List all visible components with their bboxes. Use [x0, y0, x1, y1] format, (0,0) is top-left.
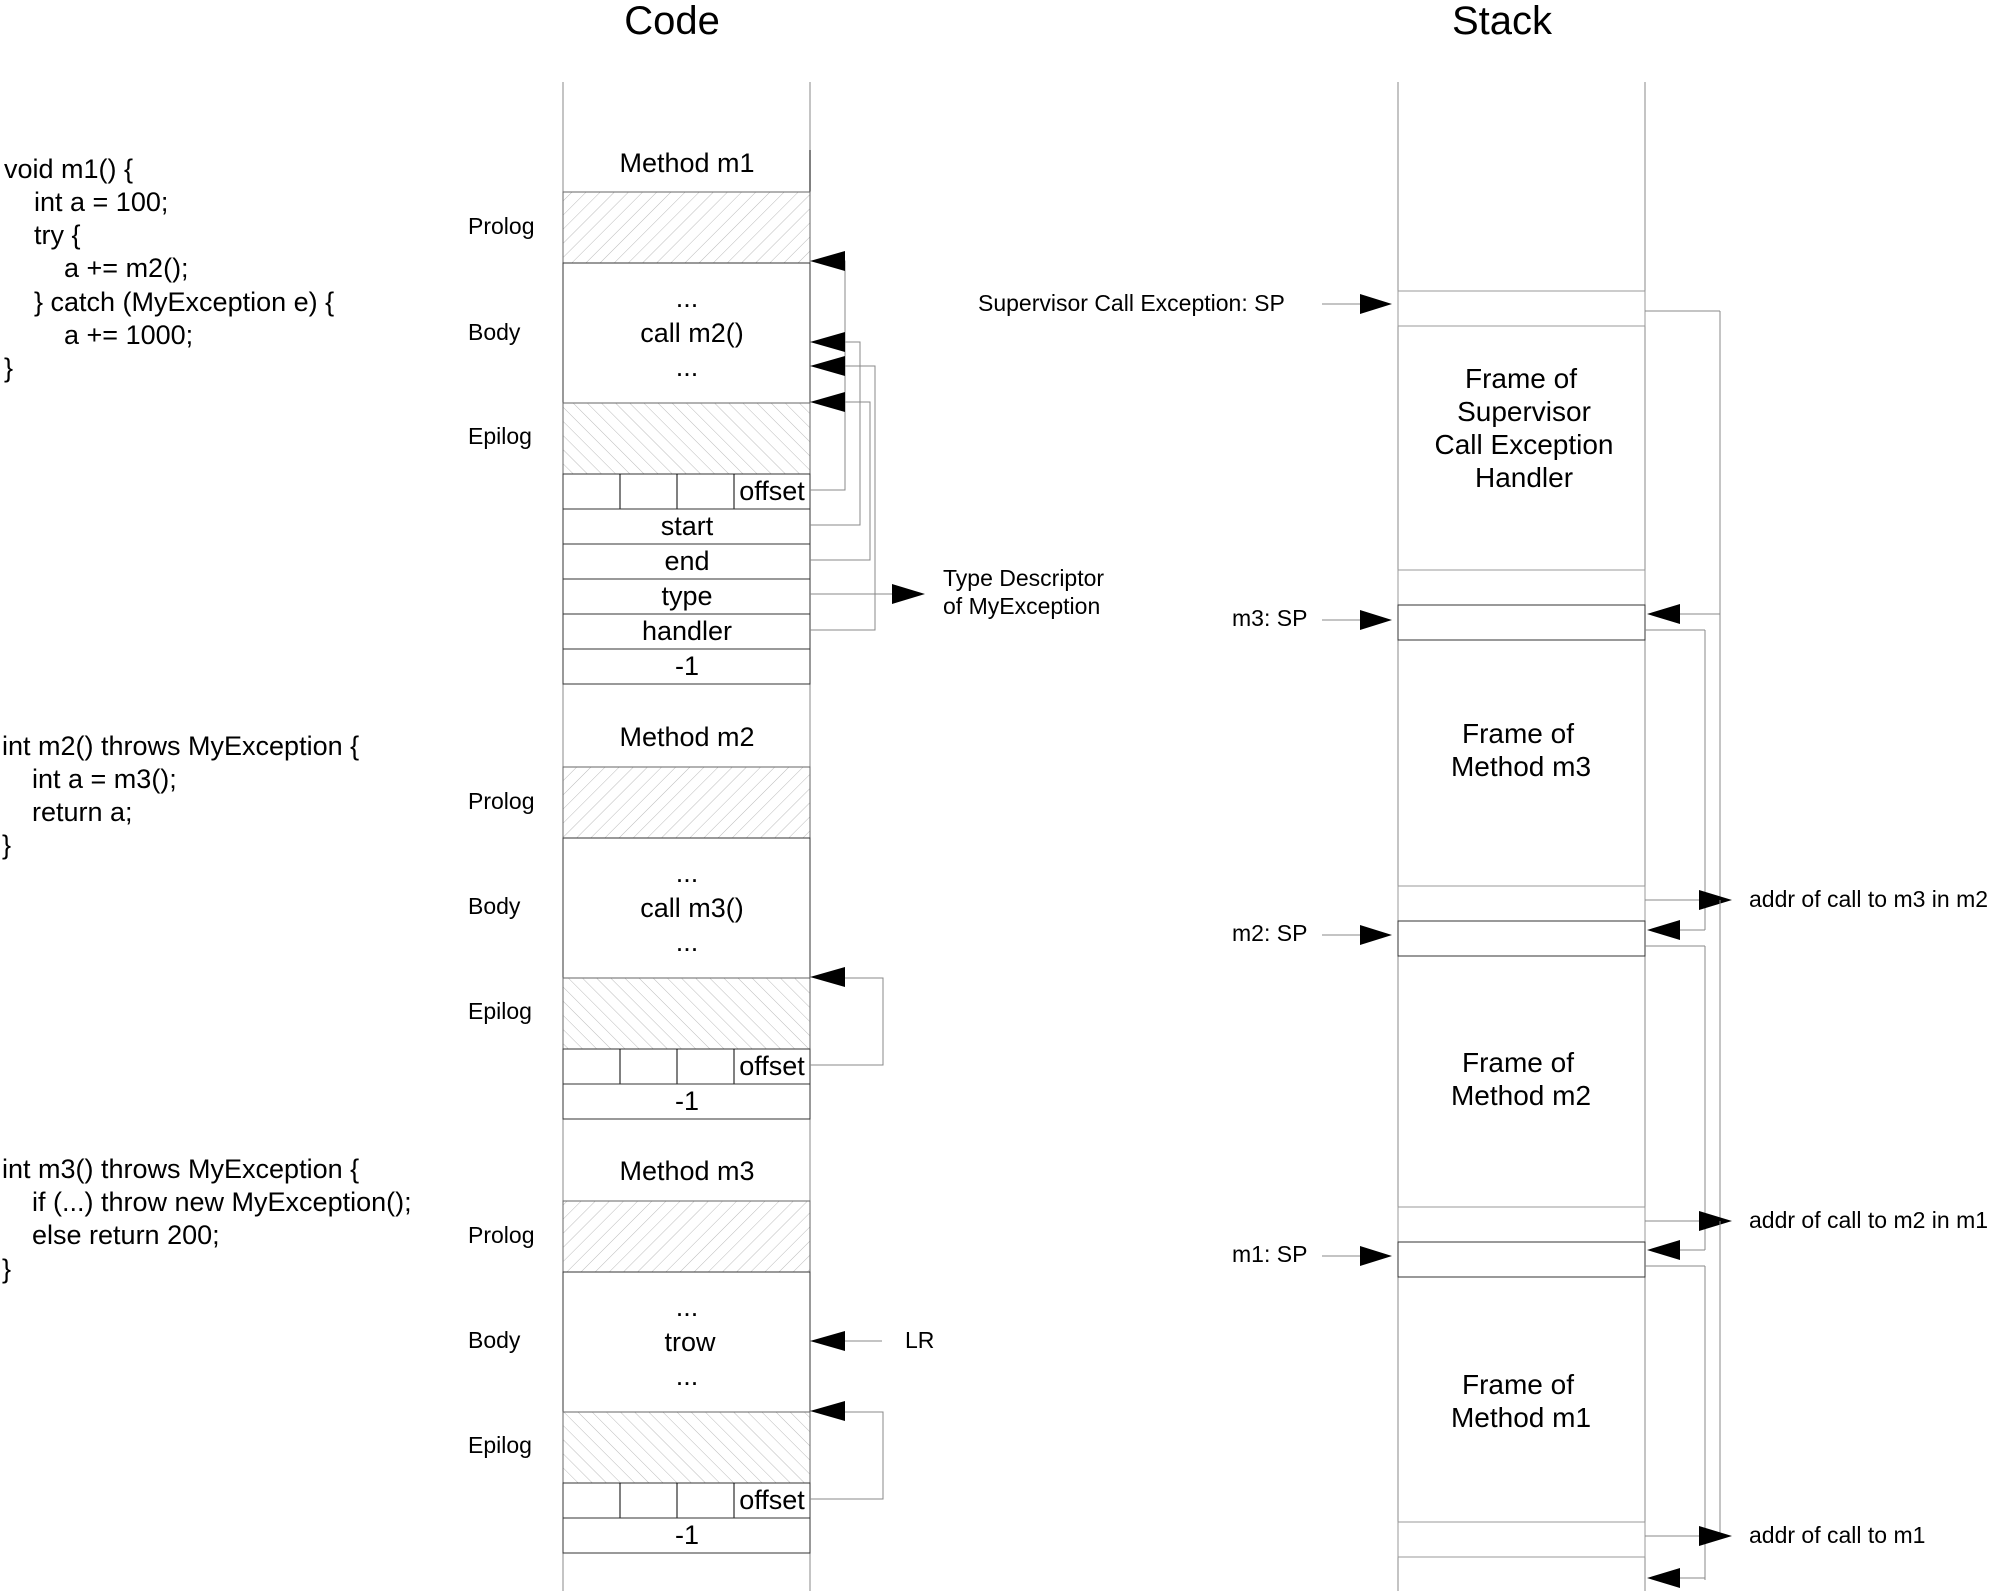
- source-m3-line: }: [2, 1254, 11, 1284]
- source-m1-line: a += 1000;: [4, 320, 193, 350]
- addr-m1-label: addr of call to m1: [1749, 1522, 1925, 1548]
- m1-start-cell: [562, 508, 811, 545]
- svc-frame-label: Frame of: [1465, 363, 1577, 394]
- m3-epilog-area: [562, 1411, 811, 1484]
- m3-body-area: [562, 1271, 811, 1413]
- m2-frame-label: Frame of: [1462, 1047, 1574, 1078]
- m2-prolog-area: [562, 766, 811, 839]
- svc-frame-label: Call Exception: [1435, 429, 1614, 460]
- m2-offset-cell: offset: [739, 1051, 805, 1081]
- source-m2: int m2() throws MyException { int a = m3…: [2, 731, 359, 860]
- m2-sp-label: m2: SP: [1232, 920, 1307, 946]
- m1-sp-slot: [1397, 1241, 1646, 1278]
- type-descriptor-label: of MyException: [943, 593, 1100, 619]
- svc-frame-label: Supervisor: [1457, 396, 1591, 427]
- epilog-label: Epilog: [468, 998, 532, 1024]
- source-m1-line: } catch (MyException e) {: [4, 287, 334, 317]
- source-m3-line: int m3() throws MyException {: [2, 1154, 359, 1184]
- m1-start-label: start: [661, 511, 714, 541]
- source-m2-line: return a;: [2, 797, 133, 827]
- m3-body-line: ...: [676, 1292, 699, 1322]
- source-m1-line: try {: [4, 220, 81, 250]
- caller-return-slot: [1397, 1521, 1646, 1558]
- prolog-label: Prolog: [468, 788, 534, 814]
- m1-terminator-cell: [562, 648, 811, 685]
- m1-epilog-area: [562, 402, 811, 475]
- prolog-label: Prolog: [468, 213, 534, 239]
- source-m1: void m1() { int a = 100; try { a += m2()…: [4, 154, 334, 383]
- addr-m2-in-m1-label: addr of call to m2 in m1: [1749, 1207, 1988, 1233]
- m1-type-label: type: [661, 581, 712, 611]
- code-title: Code: [624, 0, 720, 43]
- m3-sp-label: m3: SP: [1232, 605, 1307, 631]
- m2-terminator-cell: [562, 1083, 811, 1120]
- epilog-label: Epilog: [468, 1432, 532, 1458]
- m2-return-slot: [1397, 885, 1646, 922]
- method-m1-header: Method m1: [619, 148, 754, 178]
- svc-sp-label: Supervisor Call Exception: SP: [978, 290, 1285, 316]
- stack-column: Supervisor Call Exception: SP Frame of S…: [978, 290, 1988, 1588]
- source-m2-line: int m2() throws MyException {: [2, 731, 359, 761]
- m1-end-cell: [562, 543, 811, 580]
- m3-body-line: trow: [664, 1327, 716, 1357]
- svc-sp-slot: [1397, 290, 1646, 327]
- m1-prolog-area: [562, 191, 811, 264]
- addr-m3-in-m2-label: addr of call to m3 in m2: [1749, 886, 1988, 912]
- m2-terminator-label: -1: [675, 1086, 699, 1116]
- m3-terminator-label: -1: [675, 1520, 699, 1550]
- m2-body-line: call m3(): [640, 893, 744, 923]
- m3-terminator-cell: [562, 1517, 811, 1554]
- m3-frame-label: Frame of: [1462, 718, 1574, 749]
- method-m1-block: Method m1 Prolog Body ... call m2() ... …: [468, 148, 1104, 685]
- m2-body-area: [562, 837, 811, 979]
- source-m3-line: if (...) throw new MyException();: [2, 1187, 412, 1217]
- source-m1-line: a += m2();: [4, 253, 189, 283]
- source-m1-line: int a = 100;: [4, 187, 168, 217]
- m1-offset-cell: offset: [739, 476, 805, 506]
- m1-body-line: ...: [676, 283, 699, 313]
- m2-sp-slot: [1397, 920, 1646, 957]
- body-label: Body: [468, 1327, 521, 1353]
- m2-epilog-area: [562, 977, 811, 1050]
- source-m3: int m3() throws MyException { if (...) t…: [2, 1154, 412, 1284]
- m2-body-line: ...: [676, 927, 699, 957]
- source-m2-line: }: [2, 830, 11, 860]
- m3-sp-slot: [1397, 604, 1646, 641]
- svc-frame-label: Handler: [1475, 462, 1573, 493]
- method-m3-header: Method m3: [619, 1156, 754, 1186]
- m1-frame-label: Method m1: [1451, 1402, 1591, 1433]
- m1-handler-label: handler: [642, 616, 732, 646]
- m2-frame-label: Method m2: [1451, 1080, 1591, 1111]
- type-descriptor-label: Type Descriptor: [943, 565, 1104, 591]
- source-m1-line: }: [4, 353, 13, 383]
- method-m2-block: Method m2 Prolog Body ... call m3() ... …: [468, 722, 884, 1120]
- source-m2-line: int a = m3();: [2, 764, 177, 794]
- m1-handler-cell: [562, 613, 811, 650]
- method-m2-header: Method m2: [619, 722, 754, 752]
- m3-body-line: ...: [676, 1361, 699, 1391]
- m1-type-cell: [562, 578, 811, 615]
- m1-terminator-label: -1: [675, 651, 699, 681]
- source-m1-line: void m1() {: [4, 154, 133, 184]
- stack-title: Stack: [1452, 0, 1553, 43]
- m3-prolog-area: [562, 1200, 811, 1273]
- m1-body-line: call m2(): [640, 318, 744, 348]
- m1-sp-label: m1: SP: [1232, 1241, 1307, 1267]
- prolog-label: Prolog: [468, 1222, 534, 1248]
- body-label: Body: [468, 319, 521, 345]
- m2-body-line: ...: [676, 858, 699, 888]
- body-label: Body: [468, 893, 521, 919]
- lr-label: LR: [905, 1327, 934, 1353]
- method-m3-block: Method m3 Prolog Body ... trow ... Epilo…: [468, 1156, 934, 1554]
- m1-end-label: end: [664, 546, 709, 576]
- m1-body-area: [562, 262, 811, 404]
- epilog-label: Epilog: [468, 423, 532, 449]
- m3-offset-cell: offset: [739, 1485, 805, 1515]
- m1-frame-label: Frame of: [1462, 1369, 1574, 1400]
- m1-body-line: ...: [676, 352, 699, 382]
- m1-return-slot: [1397, 1206, 1646, 1243]
- m3-frame-label: Method m3: [1451, 751, 1591, 782]
- source-m3-line: else return 200;: [2, 1220, 220, 1250]
